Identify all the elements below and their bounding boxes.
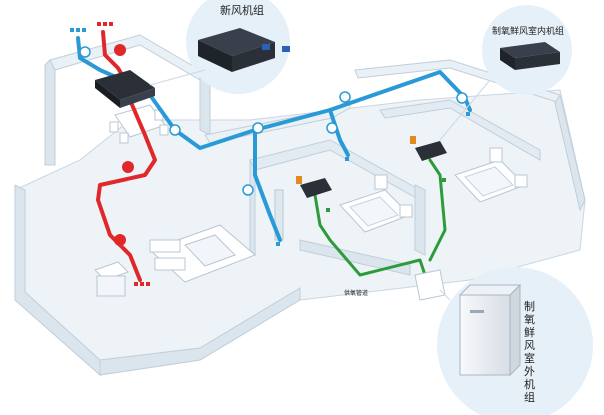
wall-left-lower xyxy=(99,287,301,376)
indoor-oxygen-unit-callout: 制氧鲜风室内机组 xyxy=(482,5,572,95)
callout-pointers xyxy=(149,69,491,301)
oxygen-lines xyxy=(313,158,447,292)
outdoor-label-char-8: 组 xyxy=(524,390,535,404)
wall-bedroom-divider xyxy=(414,184,426,256)
indoor-unit-plan-2 xyxy=(410,136,447,161)
outdoor-label-char-5: 室 xyxy=(524,351,535,365)
outdoor-oxygen-unit-label: 制 氧 鲜 风 室 外 机 组 xyxy=(524,300,539,404)
bed-2 xyxy=(454,147,528,203)
outdoor-oxygen-unit-icon xyxy=(458,283,522,377)
indoor-oxygen-unit-icon xyxy=(500,42,560,70)
outdoor-label-char-1: 制 xyxy=(524,300,535,313)
outdoor-label-char-2: 氧 xyxy=(524,312,535,326)
wall-topleft-side xyxy=(44,59,56,166)
small-tag-label: 供氧管道 xyxy=(344,289,368,297)
wall-bedroom-front xyxy=(299,239,411,276)
outdoor-oxygen-unit-callout: 制 氧 鲜 风 室 外 机 组 xyxy=(437,267,593,415)
indoor-oxygen-unit-label: 制氧鲜风室内机组 xyxy=(492,25,564,37)
fresh-air-unit-icon xyxy=(198,28,290,72)
wall-right-side xyxy=(554,93,586,212)
floorplan xyxy=(14,34,586,377)
outdoor-label-char-7: 机 xyxy=(524,377,535,391)
fresh-air-unit-onplan xyxy=(95,70,155,108)
svg-text:制 氧 鲜: 制 氧 鲜 风 室 外 机 组 xyxy=(524,300,539,404)
supply-flow-markers xyxy=(79,46,468,196)
outdoor-label-char-6: 外 xyxy=(524,365,535,378)
fresh-air-unit-label: 新风机组 xyxy=(220,3,264,17)
wall-bedroom-2 xyxy=(379,99,541,161)
bed-1 xyxy=(339,174,413,233)
side-table xyxy=(94,261,129,297)
outdoor-label-char-4: 风 xyxy=(524,339,535,352)
indoor-unit-plan-1 xyxy=(296,176,332,198)
outdoor-label-char-3: 鲜 xyxy=(524,325,535,339)
exhaust-flow-markers xyxy=(114,44,134,246)
fresh-air-unit-callout: 新风机组 xyxy=(186,0,290,94)
outdoor-box-plan xyxy=(414,269,446,301)
living-sofa xyxy=(149,224,256,283)
duct-endpoints xyxy=(70,22,470,286)
